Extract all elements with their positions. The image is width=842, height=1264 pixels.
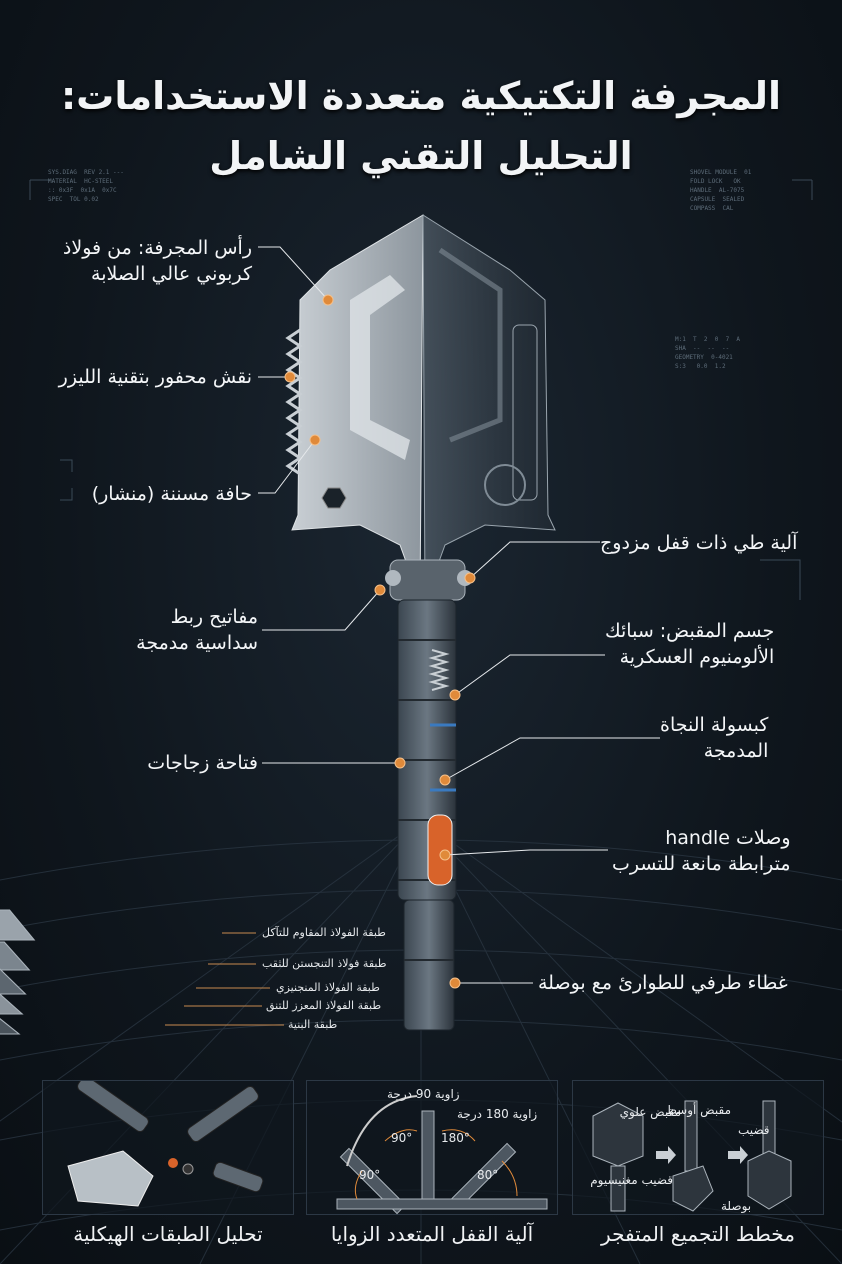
callout-folding-lock: آلية طي ذات قفل مزدوج: [600, 532, 798, 554]
caption-exploded-assembly: مخطط التجميع المتفجر: [601, 1222, 795, 1246]
hud-text-right: SHOVEL MODULE 01 FOLD LOCK OK HANDLE AL-…: [690, 169, 752, 212]
layer-label: طبقة فولاذ التنجستن للثقب: [262, 957, 387, 970]
callout-bottle-opener: فتاحة زجاجات: [147, 752, 258, 774]
callout-end-cap-compass: غطاء طرفي للطوارئ مع بوصلة: [538, 972, 788, 994]
exploded-handle-icon: [67, 1081, 264, 1207]
angle-value: 90°: [391, 1131, 413, 1145]
label-upper-handle: مقبض علوي: [619, 1105, 681, 1119]
layer-label: طبقة الفولاذ المقاوم للتآكل: [262, 926, 386, 939]
angle-diagram: [336, 1095, 548, 1215]
caption-structural-layers: تحليل الطبقات الهيكلية: [73, 1222, 263, 1246]
panel-exploded-assembly: مقبض علوي مقبض أوسط قضيب قضيب مغنيسيوم ب…: [572, 1080, 824, 1215]
label-compass: بوصلة: [721, 1199, 752, 1213]
layer-label: طبقة الفولاذ المنجنيزي: [276, 981, 380, 994]
panel-multi-angle-lock: زاوية 90 درجة زاوية 180 درجة 90° 180° 90…: [306, 1080, 558, 1215]
assembly-diagram: [592, 1100, 792, 1212]
panel-structural-layers: [42, 1080, 294, 1215]
hud-table-right: M:1 T 2 0 7 A SHA -- -- -- GEOMETRY 0-40…: [675, 336, 741, 370]
label-rod: قضيب: [738, 1123, 770, 1137]
caption-multi-angle-lock: آلية القفل المتعدد الزوايا: [330, 1222, 534, 1246]
layer-stack: [0, 909, 36, 1035]
angle-value: 180°: [441, 1131, 470, 1145]
label-angle-90: زاوية 90 درجة: [387, 1087, 460, 1101]
layer-label: طبقة البنية: [288, 1018, 338, 1031]
label-angle-180: زاوية 180 درجة: [457, 1107, 538, 1121]
callout-serrated-edge: حافة مسننة (منشار): [91, 483, 252, 505]
label-magnesium-rod: قضيب مغنيسيوم: [590, 1173, 673, 1187]
layer-label: طبقة الفولاذ المعزز للتنق: [266, 999, 382, 1012]
hud-text-left: SYS.DIAG REV 2.1 --- MATERIAL HC-STEEL :…: [48, 169, 124, 203]
page-title-line1: المجرفة التكتيكية متعددة الاستخدامات:: [60, 74, 782, 118]
callout-laser-engraving: نقش محفور بتقنية الليزر: [58, 366, 252, 388]
page-title-line2: التحليل التقني الشامل: [209, 134, 633, 178]
label-middle-handle: مقبض أوسط: [665, 1103, 731, 1117]
angle-value: 90°: [359, 1168, 381, 1182]
angle-value: 80°: [477, 1168, 499, 1182]
